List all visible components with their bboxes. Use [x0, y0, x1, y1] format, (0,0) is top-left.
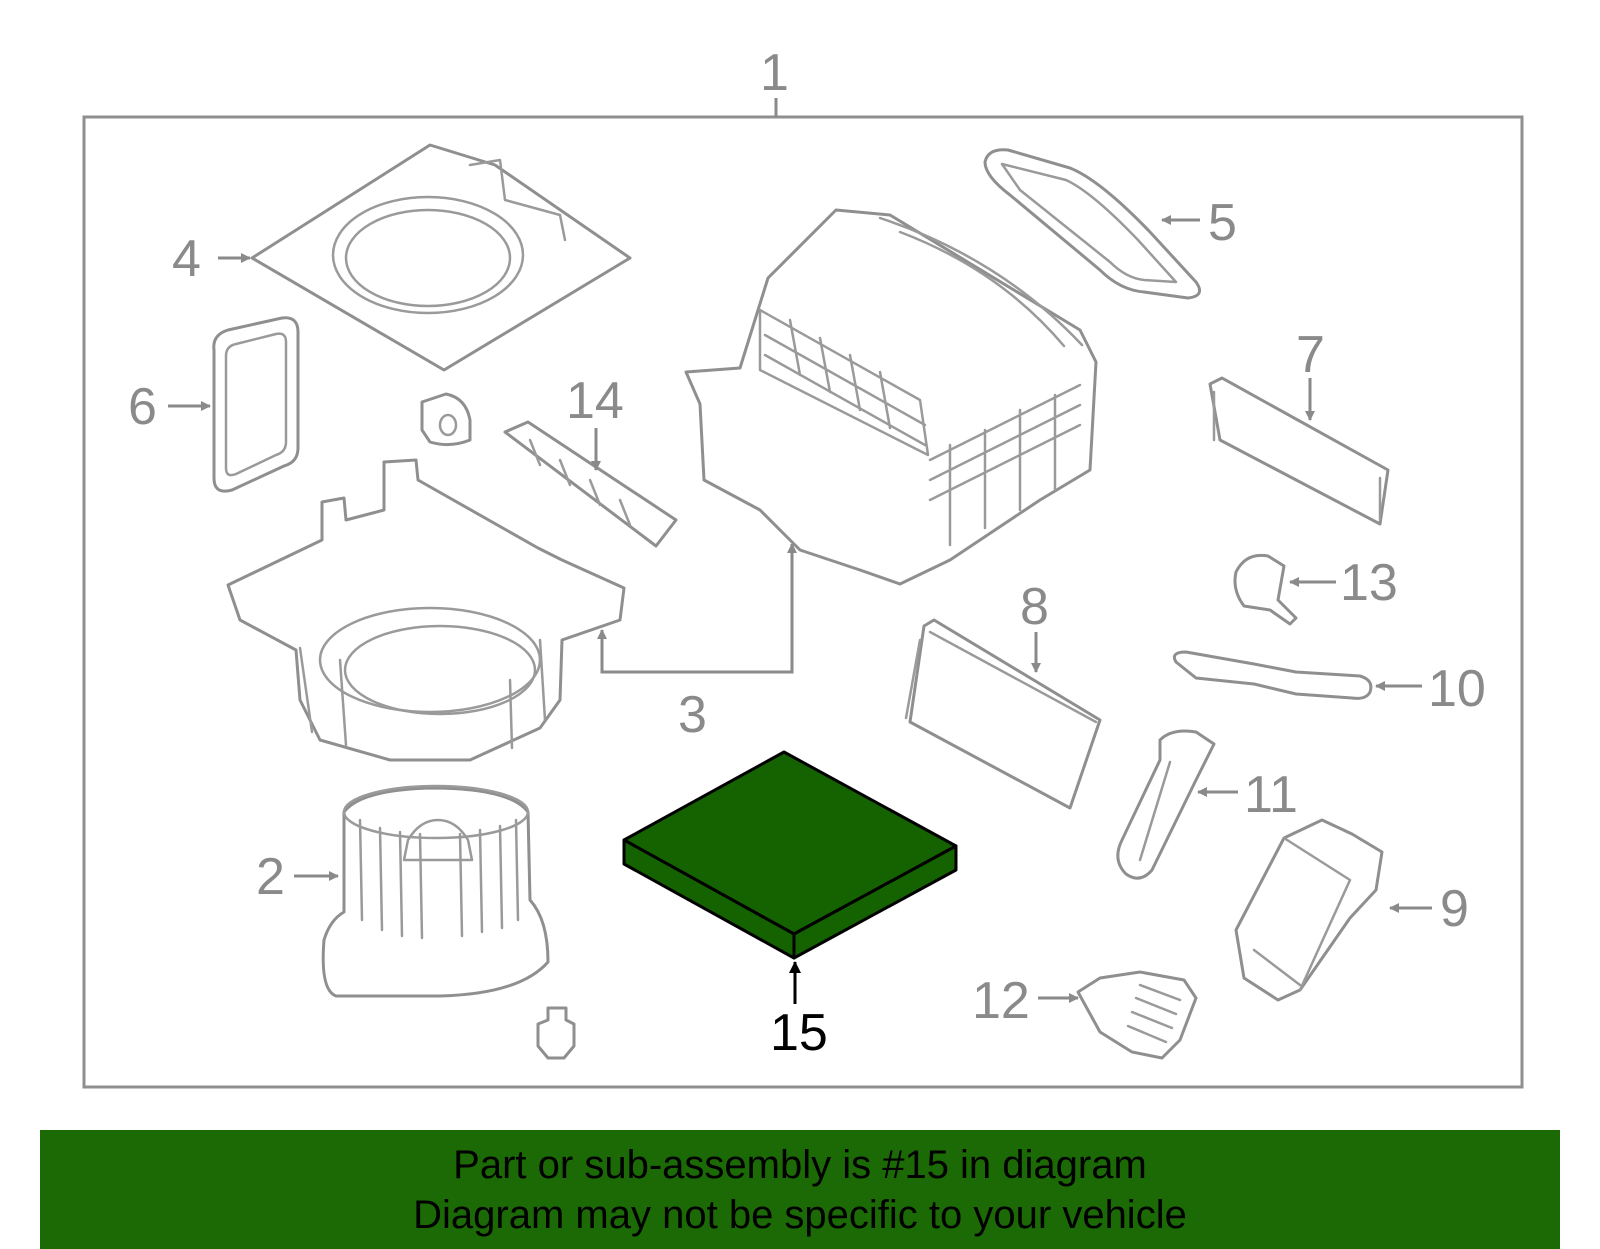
callout-8: 8: [1020, 578, 1049, 636]
callout-14: 14: [566, 372, 624, 430]
leader-3b: [694, 543, 797, 674]
callout-10: 10: [1428, 660, 1486, 718]
info-banner: Part or sub-assembly is #15 in diagram D…: [40, 1130, 1560, 1249]
callout-12: 12: [972, 972, 1030, 1030]
part-7-door: [1208, 376, 1390, 526]
part-5-seal: [983, 148, 1202, 300]
callout-13: 13: [1340, 554, 1398, 612]
part-2-blower: [321, 784, 550, 998]
banner-line-part: Part or sub-assembly is #15 in diagram: [453, 1142, 1147, 1187]
clip-part: [420, 392, 472, 447]
part-10-lever: [1172, 650, 1373, 700]
part-3-lower-case: [226, 458, 626, 762]
callout-9: 9: [1440, 880, 1469, 938]
callout-1: 1: [760, 44, 789, 102]
callout-2: 2: [256, 848, 285, 906]
part-3-upper-case: [684, 208, 1098, 586]
banner-line-disclaimer: Diagram may not be specific to your vehi…: [413, 1192, 1187, 1237]
part-15-cabin-filter[interactable]: [622, 750, 958, 960]
part-14-grille: [503, 420, 678, 548]
callout-11: 11: [1244, 766, 1298, 824]
callout-6: 6: [128, 378, 157, 436]
screw-part: [536, 1006, 576, 1060]
part-12-duct: [1076, 970, 1198, 1060]
assembly-frame: [82, 115, 1524, 1089]
callout-3: 3: [678, 686, 707, 744]
part-6-gasket: [212, 316, 300, 493]
part-9-module: [1234, 818, 1384, 1002]
part-4-cover: [250, 143, 632, 372]
part-11-bracket: [1116, 729, 1216, 880]
part-8-core: [904, 618, 1102, 810]
leader-3: [597, 629, 694, 674]
callout-4: 4: [172, 230, 201, 288]
part-13-actuator: [1233, 553, 1298, 626]
callout-15[interactable]: 15: [770, 1004, 828, 1062]
callout-5: 5: [1208, 194, 1237, 252]
callout-7: 7: [1296, 326, 1325, 384]
